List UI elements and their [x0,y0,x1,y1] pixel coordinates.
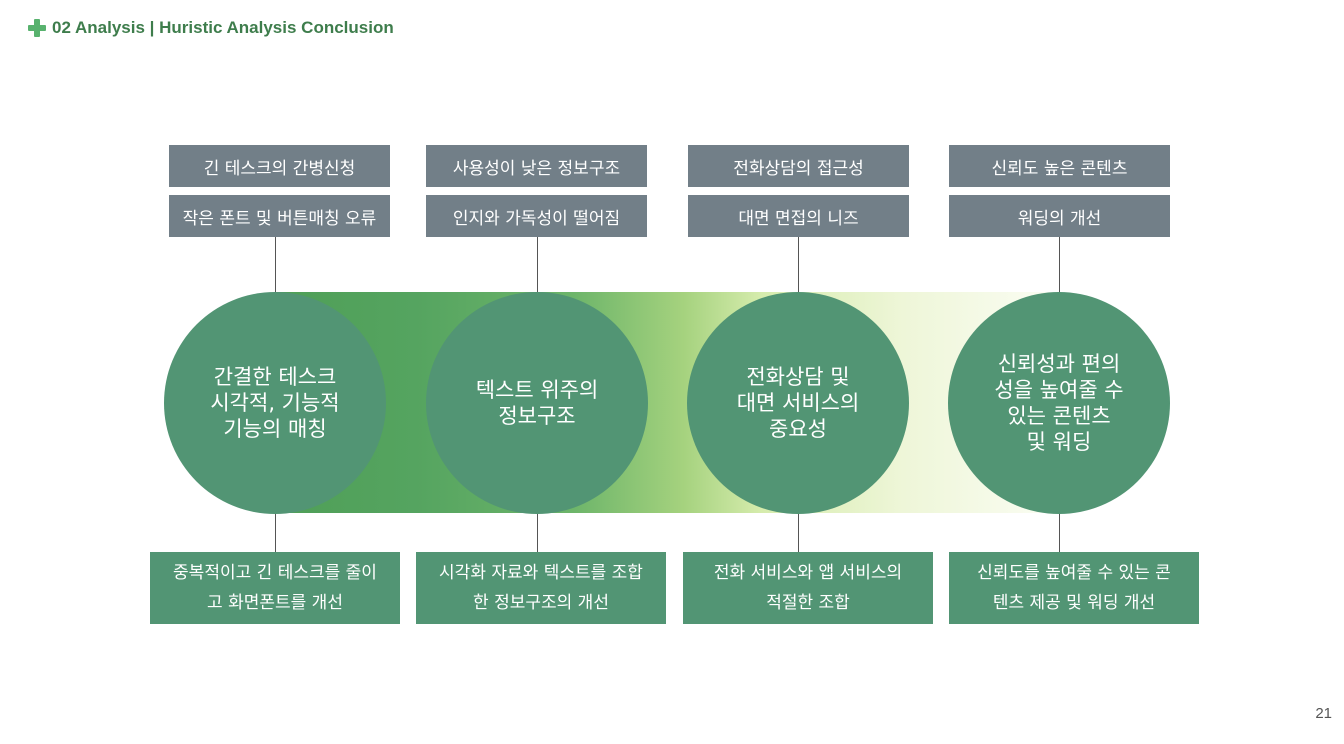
problem-box-top: 전화상담의 접근성 [688,145,909,187]
solution-line: 적절한 조합 [766,593,850,613]
connector-line-bottom-1 [275,512,276,553]
page-number: 21 [1315,705,1332,722]
solution-box: 전화 서비스와 앱 서비스의 적절한 조합 [683,552,933,624]
problem-box-bottom: 인지와 가독성이 떨어짐 [426,195,647,237]
problem-box-top: 사용성이 낮은 정보구조 [426,145,647,187]
gradient-band [275,292,1060,513]
solution-line: 중복적이고 긴 테스크를 줄이 [173,563,377,583]
insight-circle: 전화상담 및 대면 서비스의 중요성 [687,292,909,514]
slide-header: 02 Analysis | Huristic Analysis Conclusi… [28,16,394,40]
connector-line-top-2 [537,237,538,293]
connector-line-bottom-3 [798,512,799,553]
insight-circle-text: 전화상담 및 대면 서비스의 중요성 [736,365,860,441]
connector-line-top-3 [798,237,799,293]
insight-circle: 신뢰성과 편의 성을 높여줄 수 있는 콘텐츠 및 워딩 [948,292,1170,514]
insight-circle: 간결한 테스크 시각적, 기능적 기능의 매칭 [164,292,386,514]
connector-line-top-4 [1059,237,1060,293]
slide-title: 02 Analysis | Huristic Analysis Conclusi… [52,18,394,37]
problem-box-bottom: 워딩의 개선 [949,195,1170,237]
insight-circle-text: 텍스트 위주의 정보구조 [475,378,599,428]
problem-box-top: 긴 테스크의 간병신청 [169,145,390,187]
connector-line-bottom-2 [537,512,538,553]
insight-circle: 텍스트 위주의 정보구조 [426,292,648,514]
insight-circle-text: 간결한 테스크 시각적, 기능적 기능의 매칭 [210,365,340,441]
problem-box-top: 신뢰도 높은 콘텐츠 [949,145,1170,187]
solution-line: 한 정보구조의 개선 [473,593,609,613]
solution-line: 고 화면폰트를 개선 [207,593,343,613]
connector-line-top-1 [275,237,276,293]
connector-line-bottom-4 [1059,512,1060,553]
solution-line: 신뢰도를 높여줄 수 있는 콘 [977,563,1171,583]
solution-box: 시각화 자료와 텍스트를 조합 한 정보구조의 개선 [416,552,666,624]
solution-box: 신뢰도를 높여줄 수 있는 콘 텐츠 제공 및 워딩 개선 [949,552,1199,624]
insight-circle-text: 신뢰성과 편의 성을 높여줄 수 있는 콘텐츠 및 워딩 [994,352,1124,454]
problem-box-bottom: 작은 폰트 및 버튼매칭 오류 [169,195,390,237]
solution-box: 중복적이고 긴 테스크를 줄이 고 화면폰트를 개선 [150,552,400,624]
plus-icon [28,19,46,37]
solution-line: 텐츠 제공 및 워딩 개선 [992,593,1156,613]
problem-box-bottom: 대면 면접의 니즈 [688,195,909,237]
solution-line: 전화 서비스와 앱 서비스의 [713,563,903,583]
solution-line: 시각화 자료와 텍스트를 조합 [439,563,643,583]
